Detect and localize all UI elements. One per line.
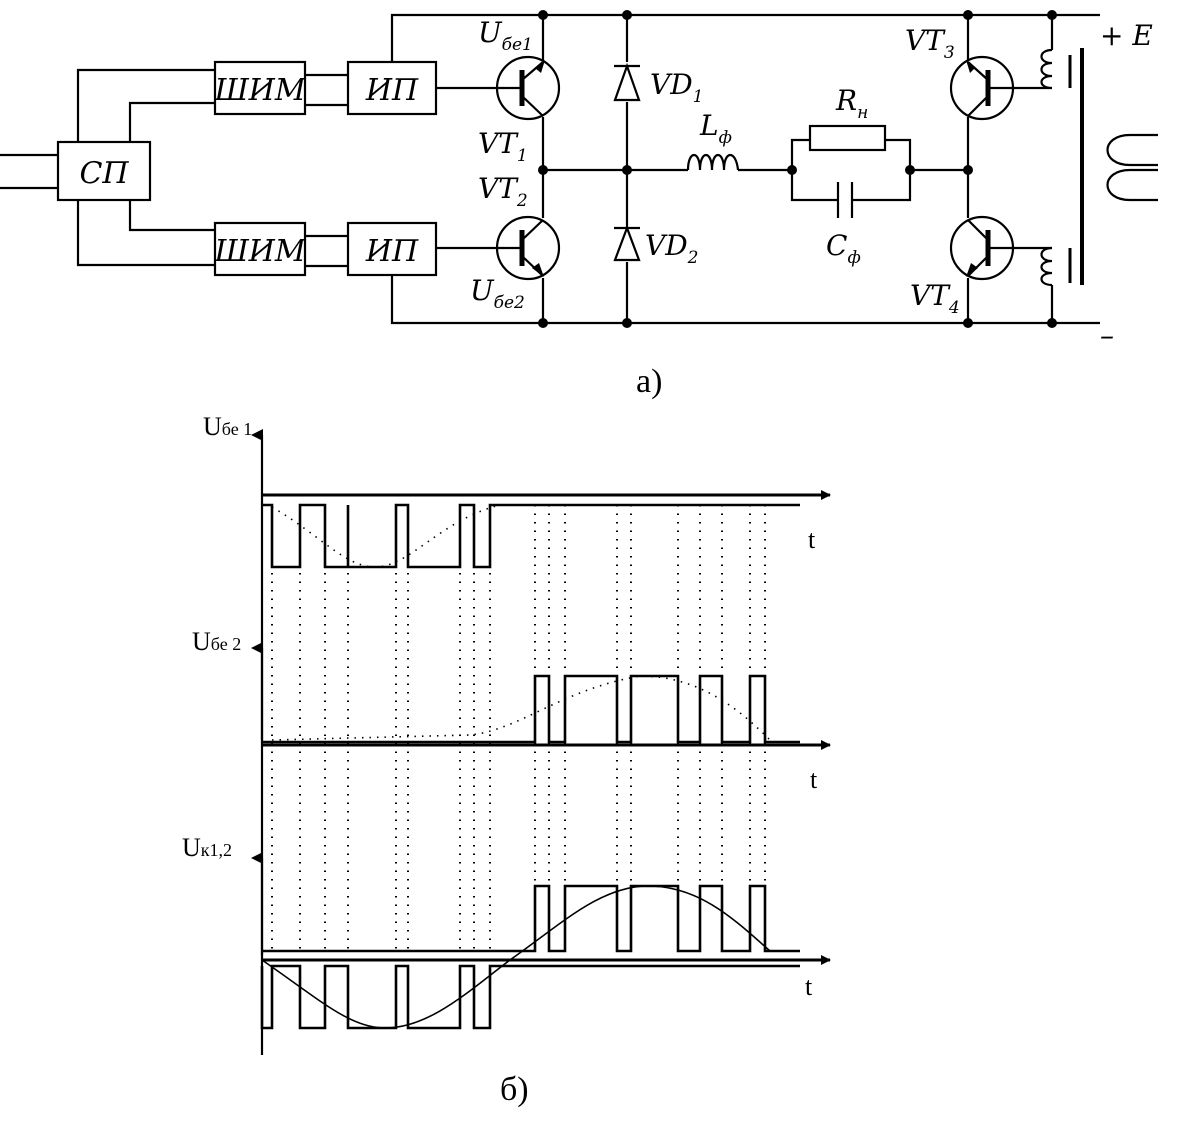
uk-positive-pulses <box>262 884 800 953</box>
timing-diagram: Uбе 1 Uбе 2 Uк1,2 t t t <box>182 412 831 1108</box>
rc-parallel-wires <box>790 138 912 202</box>
output-transformer-symbol <box>1040 48 1158 287</box>
xlabel-t-2: t <box>810 765 818 794</box>
ip-bottom-label: ИП <box>365 234 419 269</box>
ylabel-ube2: Uбе 2 <box>192 627 241 656</box>
xlabel-t-3: t <box>805 972 813 1001</box>
lf-label: Lф <box>699 109 732 148</box>
drive-winding-wires <box>1010 15 1054 323</box>
plus-e-label: + E <box>1100 19 1153 52</box>
ube1-label: Uбе1 <box>478 16 533 55</box>
shim-bottom-block: ШИМ <box>213 221 307 277</box>
vt4-transistor-symbol <box>949 215 1015 281</box>
ip-top-block: ИП <box>346 60 438 116</box>
vt3-transistor-symbol <box>949 55 1015 121</box>
junction-dots <box>538 10 1057 328</box>
uk-sine-curve <box>261 885 771 1029</box>
positive-rail <box>390 13 1100 62</box>
ube2-envelope <box>271 675 771 741</box>
ube2-label: Uбе2 <box>470 274 525 313</box>
sp-label: СП <box>79 156 129 191</box>
vd2-diode-symbol <box>613 224 641 262</box>
ube1-pulse-train <box>262 503 800 569</box>
ip-top-label: ИП <box>365 73 419 108</box>
shim-top-block: ШИМ <box>213 60 307 116</box>
vd1-label: VD1 <box>650 68 704 107</box>
ylabel-uk: Uк1,2 <box>182 833 232 862</box>
shim-top-label: ШИМ <box>213 73 306 108</box>
rn-resistor-symbol <box>808 124 887 152</box>
vt1-label: VT1 <box>478 127 528 166</box>
shim-to-ip-bottom-wires <box>305 234 348 268</box>
shim-to-ip-top-wires <box>305 73 348 107</box>
input-lines <box>0 153 58 190</box>
sp-to-shim-top-wires <box>76 68 215 142</box>
vt4-label: VT4 <box>910 279 960 318</box>
caption-a: а) <box>636 363 662 400</box>
xlabel-t-1: t <box>808 525 816 554</box>
lf-inductor-symbol <box>686 153 740 171</box>
ube1-envelope <box>271 504 770 568</box>
vt2-transistor-symbol <box>495 215 561 281</box>
timing-grid-lines <box>271 505 766 952</box>
rn-label: Rн <box>835 84 868 123</box>
negative-rail <box>390 276 1100 325</box>
caption-b: б) <box>500 1071 529 1108</box>
vt1-transistor-symbol <box>495 55 561 121</box>
uk-negative-pulses <box>260 964 800 1030</box>
sp-block: СП <box>56 140 152 202</box>
minus-label: – <box>1100 319 1114 352</box>
ylabel-ube1: Uбе 1 <box>203 412 252 441</box>
vd1-diode-symbol <box>613 62 641 102</box>
ip-bottom-block: ИП <box>346 221 438 277</box>
circuit-diagram: СП ШИМ ШИМ ИП ИП <box>0 10 1158 400</box>
vt2-label: VT2 <box>478 172 528 211</box>
shim-bottom-label: ШИМ <box>213 234 306 269</box>
vd2-label: VD2 <box>645 229 699 268</box>
sp-to-shim-bottom-wires <box>76 200 215 267</box>
cf-label: Cф <box>826 229 861 268</box>
ube2-pulse-train <box>262 674 800 744</box>
vt3-label: VT3 <box>905 24 955 63</box>
cf-capacitor-symbol <box>836 182 854 218</box>
